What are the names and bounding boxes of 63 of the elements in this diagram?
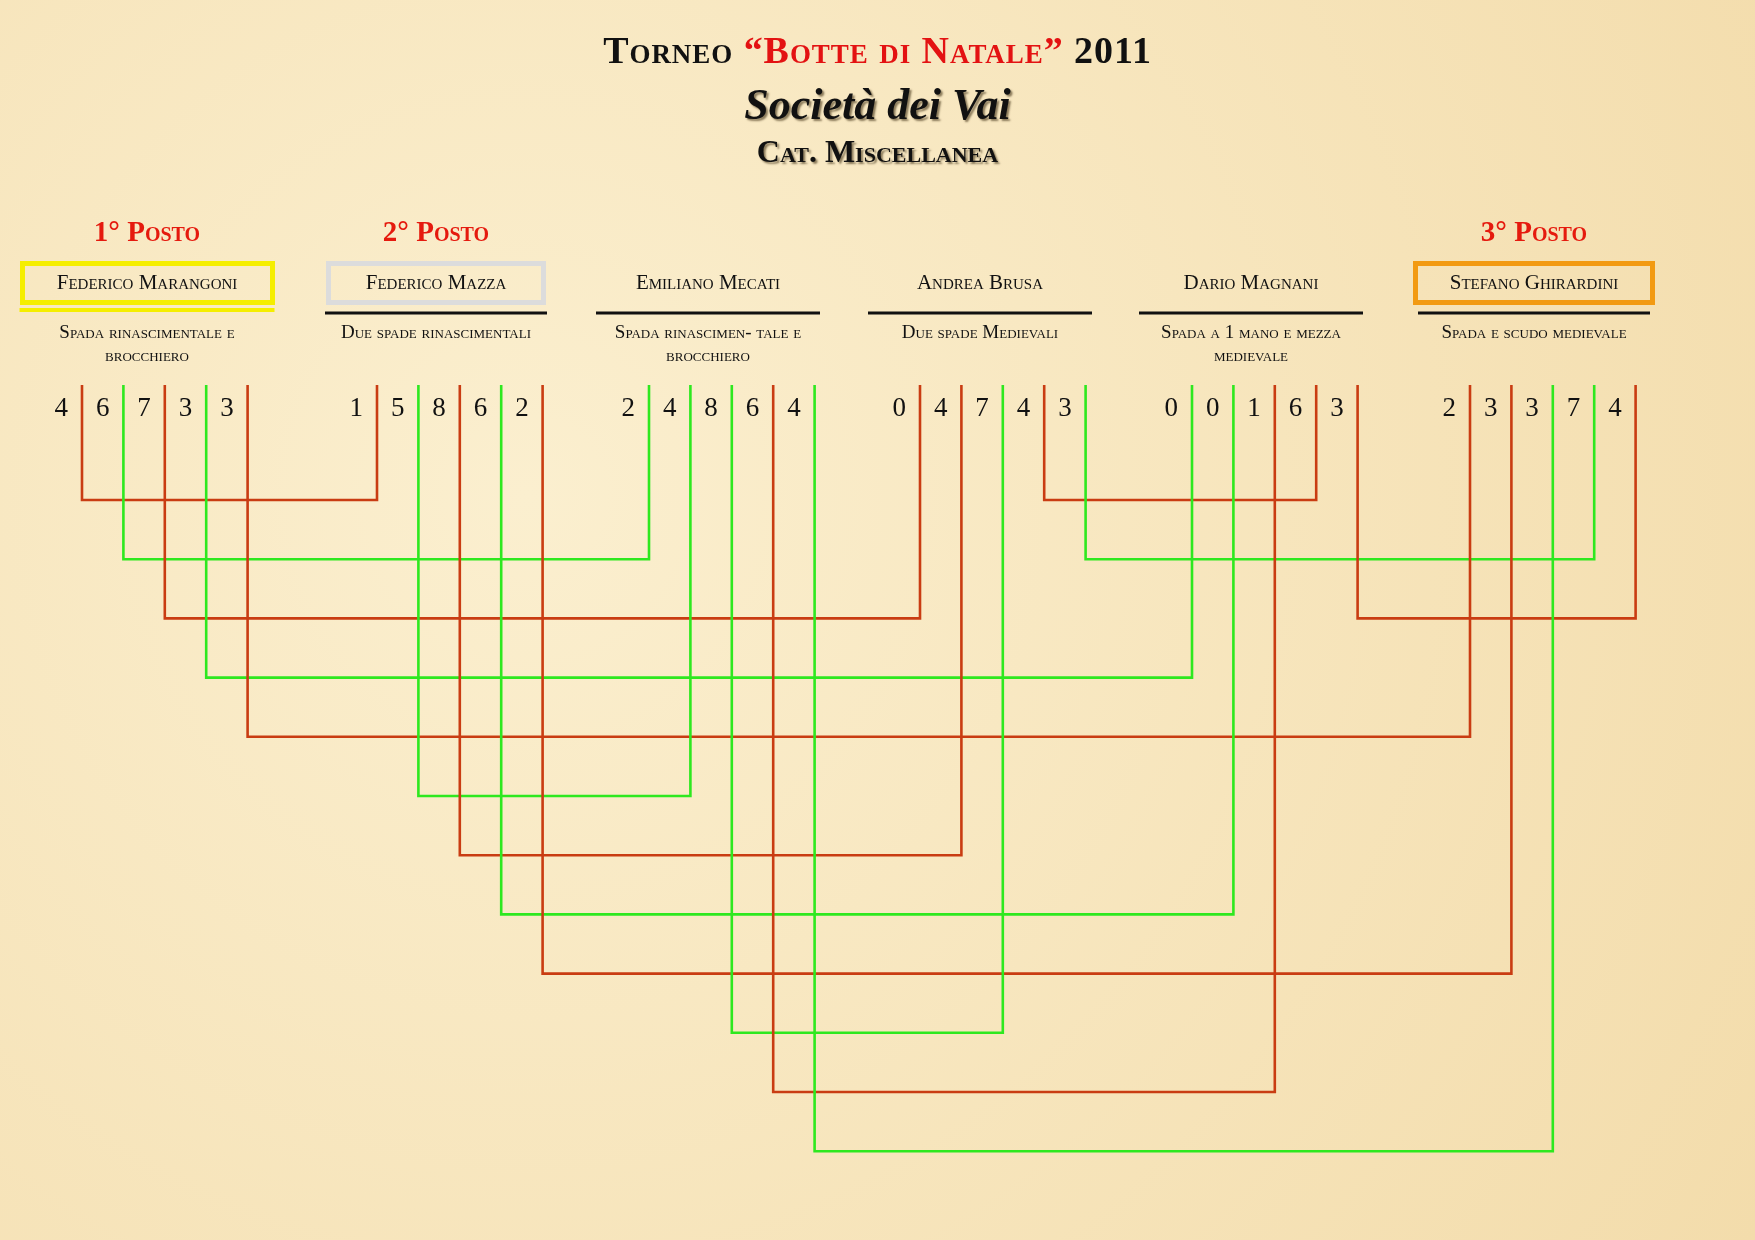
weapon-description: Spada a 1 mano e mezza medievale <box>1160 320 1342 366</box>
name-box: Federico Marangoni <box>19 261 275 305</box>
score-digit: 4 <box>1002 385 1045 429</box>
score-digit: 6 <box>731 385 774 429</box>
score-digit: 0 <box>1150 385 1192 429</box>
score-digit: 4 <box>773 385 815 429</box>
fighter-name: Emiliano Mecati <box>596 261 820 305</box>
fighter-name: Dario Magnani <box>1139 261 1363 305</box>
score-digit: 5 <box>377 385 419 429</box>
score-digit: 7 <box>123 385 165 429</box>
title: Torneo “Botte di Natale” 2011 <box>602 28 1153 73</box>
connector-line <box>417 385 692 798</box>
score-digit: 2 <box>607 385 649 429</box>
connector-line <box>204 385 1194 679</box>
connector-line <box>458 385 963 857</box>
connector-line <box>541 385 1513 975</box>
score-digit: 3 <box>1511 385 1553 429</box>
placement-label: 1° Posto <box>93 214 201 249</box>
subtitle: Società dei Vai <box>744 79 1011 131</box>
score-digit: 7 <box>961 385 1003 429</box>
score-digit: 3 <box>1316 385 1358 429</box>
score-digit: 8 <box>418 385 460 429</box>
placement-label: 2° Posto <box>382 214 490 249</box>
connector-line <box>730 385 1005 1035</box>
score-digit: 3 <box>1470 385 1512 429</box>
connector-line <box>122 385 651 561</box>
score-digit: 2 <box>501 385 543 429</box>
connector-line <box>813 385 1555 1153</box>
connector-line <box>1042 385 1318 502</box>
score-digit: 8 <box>690 385 732 429</box>
score-digit: 3 <box>164 385 207 429</box>
score-digit: 0 <box>878 385 920 429</box>
connector-line <box>1356 385 1637 620</box>
score-digit: 6 <box>1274 385 1317 429</box>
weapon-description: Due spade Medievali <box>900 320 1060 343</box>
category-heading: Cat. Miscellanea <box>756 132 999 171</box>
placement-label: 3° Posto <box>1480 214 1588 249</box>
score-digit: 2 <box>1428 385 1470 429</box>
weapon-description: Spada rinascimentale e brocchiero <box>58 320 236 366</box>
score-digit: 7 <box>1552 385 1595 429</box>
score-digit: 6 <box>459 385 502 429</box>
name-box: Stefano Ghirardini <box>1413 261 1655 305</box>
weapon-description: Spada e scudo medievale <box>1440 320 1628 343</box>
connector-line <box>163 385 922 620</box>
weapon-description: Spada rinascimen- tale e brocchiero <box>613 320 803 366</box>
fighter-name: Andrea Brusa <box>868 261 1092 305</box>
score-digit: 4 <box>649 385 691 429</box>
score-digit: 4 <box>1594 385 1636 429</box>
score-digit: 4 <box>920 385 962 429</box>
score-digit: 1 <box>1233 385 1275 429</box>
score-digit: 3 <box>1044 385 1086 429</box>
score-digit: 4 <box>40 385 82 429</box>
score-digit: 1 <box>335 385 377 429</box>
connector-line <box>80 385 379 502</box>
score-digit: 3 <box>206 385 248 429</box>
score-digit: 0 <box>1192 385 1234 429</box>
connector-line <box>1084 385 1596 561</box>
connector-line <box>499 385 1235 916</box>
weapon-description: Due spade rinascimentali <box>340 320 532 343</box>
score-digit: 6 <box>82 385 124 429</box>
name-box: Federico Mazza <box>326 261 546 305</box>
connector-line <box>246 385 1472 739</box>
connector-line <box>771 385 1277 1094</box>
